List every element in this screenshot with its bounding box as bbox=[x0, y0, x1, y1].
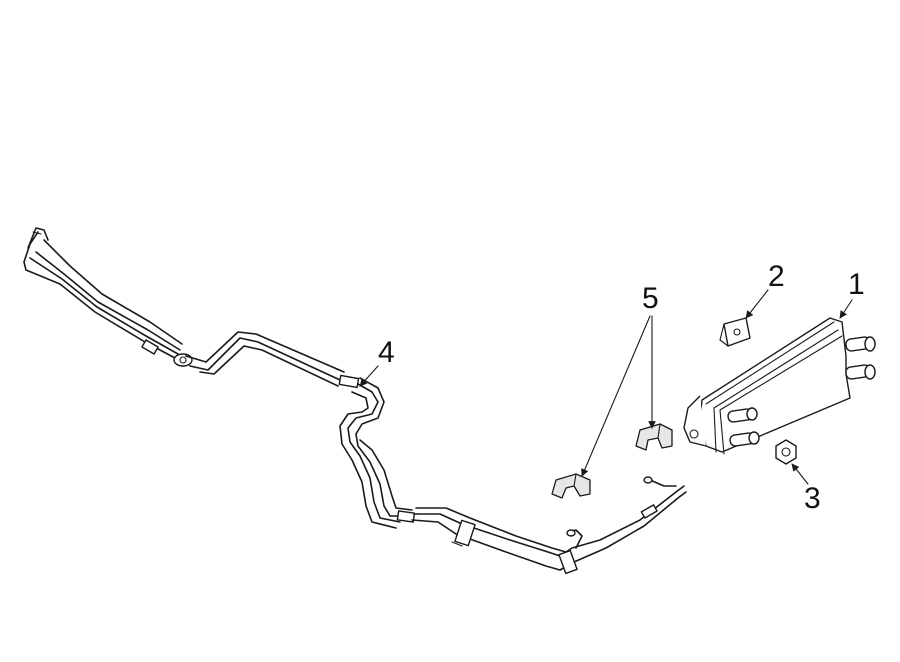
u-nut-clip bbox=[719, 317, 751, 347]
callout-4: 4 bbox=[378, 336, 395, 369]
oil-cooler bbox=[683, 317, 876, 455]
hex-nut bbox=[775, 439, 797, 465]
callout-3: 3 bbox=[804, 482, 821, 515]
callout-5: 5 bbox=[642, 282, 659, 315]
callout-2: 2 bbox=[768, 260, 785, 293]
leader-lines bbox=[359, 289, 853, 485]
arrow-5a bbox=[581, 315, 651, 477]
arrow-3 bbox=[791, 463, 809, 485]
insulator-left bbox=[551, 473, 591, 499]
cooler-lines bbox=[23, 227, 687, 575]
arrow-4 bbox=[359, 365, 379, 387]
arrow-1 bbox=[839, 299, 853, 319]
callout-1: 1 bbox=[848, 268, 865, 301]
insulator-right bbox=[635, 423, 673, 451]
arrow-2 bbox=[745, 289, 769, 319]
